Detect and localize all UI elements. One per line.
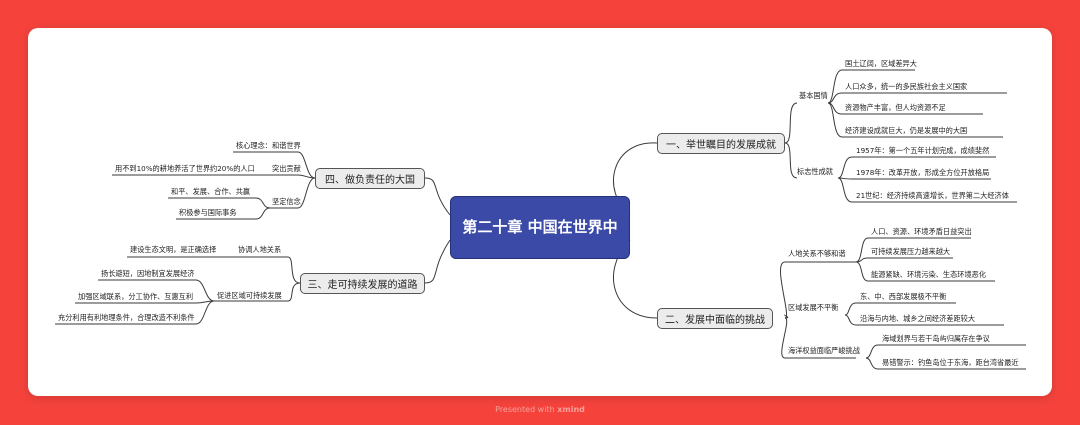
leaf-regional-2[interactable]: 沿海与内地、城乡之间经济差距较大 bbox=[860, 314, 976, 323]
branch-sustainable[interactable]: 三、走可持续发展的道路 bbox=[300, 273, 425, 294]
branch-achievements[interactable]: 一、举世瞩目的发展成就 bbox=[657, 133, 785, 154]
central-topic[interactable]: 第二十章 中国在世界中 bbox=[450, 196, 630, 259]
leaf-belief-2[interactable]: 积极参与国际事务 bbox=[179, 208, 237, 217]
subtopic-core-concept[interactable]: 核心理念：和谐世界 bbox=[236, 141, 301, 150]
leaf-basic-2[interactable]: 人口众多，统一的多民族社会主义国家 bbox=[845, 82, 968, 91]
leaf-human-land-3[interactable]: 能源紧缺、环境污染、生态环境恶化 bbox=[871, 270, 987, 279]
subtopic-maritime-rights[interactable]: 海洋权益面临严峻挑战 bbox=[788, 346, 860, 355]
leaf-maritime-1[interactable]: 海域划界与若干岛屿归属存在争议 bbox=[882, 334, 990, 343]
branch-responsible-power[interactable]: 四、做负责任的大国 bbox=[315, 168, 425, 189]
subtopic-outstanding-contribution[interactable]: 突出贡献 bbox=[272, 164, 301, 173]
subtopic-landmark-achievements[interactable]: 标志性成就 bbox=[797, 167, 833, 176]
presented-with-footer: Presented with xmind bbox=[0, 405, 1080, 414]
subtopic-harmonize-human-land[interactable]: 协调人地关系 bbox=[238, 245, 282, 254]
leaf-belief-1[interactable]: 和平、发展、合作、共赢 bbox=[171, 187, 251, 196]
xmind-brand[interactable]: xmind bbox=[557, 405, 585, 414]
leaf-basic-3[interactable]: 资源物产丰富，但人均资源不足 bbox=[845, 103, 946, 112]
leaf-basic-1[interactable]: 国土辽阔，区域差异大 bbox=[845, 59, 917, 68]
leaf-contribution-1[interactable]: 用不到10%的耕地养活了世界约20%的人口 bbox=[115, 164, 255, 173]
subtopic-human-land[interactable]: 人地关系不够和谐 bbox=[788, 249, 846, 258]
subtopic-basic-conditions[interactable]: 基本国情 bbox=[799, 91, 828, 100]
subtopic-regional-imbalance[interactable]: 区域发展不平衡 bbox=[788, 303, 839, 312]
subtopic-regional-sustainable[interactable]: 促进区域可持续发展 bbox=[217, 291, 282, 300]
subtopic-firm-belief[interactable]: 坚定信念 bbox=[272, 197, 301, 206]
footer-prefix: Presented with bbox=[495, 405, 555, 414]
leaf-regional-sust-2[interactable]: 加强区域联系，分工协作、互惠互利 bbox=[78, 292, 194, 301]
leaf-maritime-2[interactable]: 易错警示：钓鱼岛位于东海，距台湾省最近 bbox=[882, 358, 1019, 367]
leaf-regional-sust-3[interactable]: 充分利用有利地理条件，合理改造不利条件 bbox=[58, 313, 195, 322]
leaf-human-land-1[interactable]: 人口、资源、环境矛盾日益突出 bbox=[871, 227, 972, 236]
leaf-human-land-2[interactable]: 可持续发展压力越来越大 bbox=[871, 247, 951, 256]
leaf-landmark-1[interactable]: 1957年：第一个五年计划完成，成绩斐然 bbox=[856, 146, 990, 155]
branch-challenges[interactable]: 二、发展中面临的挑战 bbox=[657, 308, 773, 329]
leaf-basic-4[interactable]: 经济建设成就巨大，仍是发展中的大国 bbox=[845, 126, 968, 135]
leaf-harmonize-1[interactable]: 建设生态文明，是正确选择 bbox=[130, 245, 217, 254]
leaf-landmark-3[interactable]: 21世纪：经济持续高速增长，世界第二大经济体 bbox=[856, 191, 1009, 200]
leaf-regional-1[interactable]: 东、中、西部发展极不平衡 bbox=[860, 292, 947, 301]
leaf-landmark-2[interactable]: 1978年：改革开放，形成全方位开放格局 bbox=[856, 168, 990, 177]
leaf-regional-sust-1[interactable]: 扬长避短，因地制宜发展经济 bbox=[101, 269, 195, 278]
